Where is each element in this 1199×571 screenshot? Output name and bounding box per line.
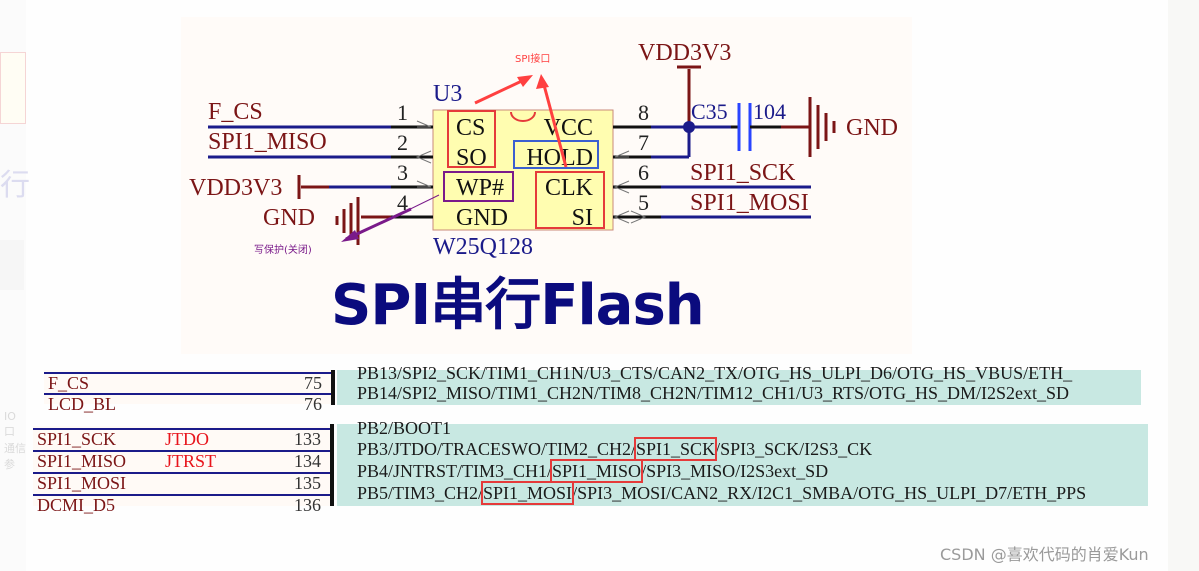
pin-label-clk: CLK <box>545 175 594 201</box>
ghost-text-comm: 通信参 <box>4 442 26 471</box>
pin-function-line: PB5/TIM3_CH2/SPI1_MOSI/SPI3_MOSI/CAN2_RX… <box>357 481 1087 505</box>
table-row: SPI1_SCK JTDO 133 <box>33 428 333 450</box>
annotation-spi-interface: SPI接口 <box>515 52 550 65</box>
part-number: W25Q128 <box>433 234 533 260</box>
table-divider <box>330 424 334 506</box>
table-row: SPI1_MISO JTRST 134 <box>33 450 333 472</box>
net-label-spi1-miso: SPI1_MISO <box>208 129 327 155</box>
pin-label-wp: WP# <box>456 175 504 201</box>
right-margin <box>1168 0 1199 571</box>
diagram-title: SPI串行Flash <box>331 273 705 338</box>
signal-name: F_CS <box>48 373 90 393</box>
net-label-spi1-sck: SPI1_SCK <box>690 160 796 186</box>
pin-function-line: PB3/JTDO/TRACESWO/TIM2_CH2/SPI1_SCK/SPI3… <box>357 437 873 461</box>
pin-function-line: PB13/SPI2_SCK/TIM1_CH1N/U3_CTS/CAN2_TX/O… <box>357 363 1073 383</box>
pin-functions-bottom: PB2/BOOT1 PB3/JTDO/TRACESWO/TIM2_CH2/SPI… <box>337 418 1148 506</box>
capacitor-value: 104 <box>753 99 786 124</box>
signal-name: LCD_BL <box>48 394 117 414</box>
signal-name: SPI1_MISO <box>37 451 127 471</box>
pin-number: 134 <box>294 451 321 471</box>
right-wires <box>613 65 811 224</box>
ghost-title-fragment: 行 <box>0 168 30 203</box>
highlight-clk-si <box>535 171 605 229</box>
pin-number: 133 <box>294 429 321 449</box>
pin-functions-top: PB13/SPI2_SCK/TIM1_CH1N/U3_CTS/CAN2_TX/O… <box>337 363 1141 405</box>
pin-label-gnd: GND <box>456 205 508 231</box>
capacitor-c35 <box>731 103 809 151</box>
table-row: SPI1_MOSI 135 <box>33 472 333 494</box>
pin-number: 136 <box>294 495 321 515</box>
signal-name: SPI1_SCK <box>37 429 117 449</box>
highlight-spi1-sck: SPI1_SCK <box>634 437 718 461</box>
signal-name: SPI1_MOSI <box>37 473 127 493</box>
left-wires <box>208 120 433 219</box>
pin-number-4: 4 <box>397 190 408 215</box>
pin-function-line: PB14/SPI2_MISO/TIM1_CH2N/TIM8_CH2N/TIM12… <box>357 383 1069 403</box>
pin-number-6: 6 <box>638 160 649 185</box>
highlight-spi1-mosi: SPI1_MOSI <box>481 481 575 505</box>
net-label-gnd-right: GND <box>846 115 898 141</box>
gnd-symbol-right <box>808 97 836 157</box>
pin-label-hold: HOLD <box>526 145 593 171</box>
chip-notch <box>510 111 536 122</box>
pin-label-cs: CS <box>456 115 485 141</box>
pin-table-top: F_CS 75 LCD_BL 76 <box>44 370 334 414</box>
table-row: F_CS 75 <box>44 372 334 394</box>
pin-label-vcc: VCC <box>544 115 593 141</box>
pin-table-bottom: SPI1_SCK JTDO 133 SPI1_MISO JTRST 134 SP… <box>33 426 333 515</box>
highlight-spi1-miso: SPI1_MISO <box>550 459 644 483</box>
schematic-diagram: U3 W25Q128 CS SO WP# GND VCC HOLD CLK SI <box>181 17 912 354</box>
arrow-spi-right <box>536 74 568 168</box>
pin-number-5: 5 <box>638 190 649 215</box>
chip-body <box>432 109 614 231</box>
net-label-vdd3v3-left: VDD3V3 <box>189 175 282 201</box>
ghost-schematic-fragment <box>0 52 26 124</box>
net-label-vdd3v3-top: VDD3V3 <box>638 40 731 66</box>
pin-number-2: 2 <box>397 130 408 155</box>
pin-function-line: PB4/JNTRST/TIM3_CH1/SPI1_MISO/SPI3_MISO/… <box>357 459 829 483</box>
table-row: LCD_BL 76 <box>44 393 334 415</box>
net-label-f-cs: F_CS <box>208 99 263 125</box>
arrow-spi-left <box>474 75 533 105</box>
ghost-left-content: 行 IO口 通信参 <box>0 0 30 571</box>
component-ref: U3 <box>433 81 462 107</box>
annotation-write-protect: 写保护(关闭) <box>254 243 312 256</box>
alt-function: JTRST <box>165 451 217 471</box>
pin-label-si: SI <box>572 205 593 231</box>
pin-number: 75 <box>304 373 322 393</box>
table-divider <box>331 370 335 405</box>
pin-function-line: PB2/BOOT1 <box>357 418 452 438</box>
pin-number-3: 3 <box>397 160 408 185</box>
schematic-svg: U3 W25Q128 CS SO WP# GND VCC HOLD CLK SI <box>189 40 898 260</box>
signal-name: DCMI_D5 <box>37 495 116 515</box>
arrow-write-protect <box>341 194 440 242</box>
capacitor-ref: C35 <box>691 99 728 124</box>
table-row: DCMI_D5 136 <box>33 494 333 516</box>
net-label-gnd-left: GND <box>263 205 315 231</box>
pin-number-7: 7 <box>638 130 649 155</box>
pin-number: 135 <box>294 473 321 493</box>
highlight-hold <box>513 140 599 169</box>
ghost-text-io: IO口 <box>4 410 16 438</box>
pin-number-8: 8 <box>638 100 649 125</box>
highlight-cs-so <box>447 110 496 168</box>
pin-number-1: 1 <box>397 100 408 125</box>
alt-function: JTDO <box>165 429 209 449</box>
ghost-table-fragment <box>0 240 24 290</box>
csdn-watermark: CSDN @喜欢代码的肖爱Kun <box>940 545 1149 564</box>
highlight-wp <box>443 171 514 202</box>
net-label-spi1-mosi: SPI1_MOSI <box>690 190 809 216</box>
pin-number: 76 <box>304 394 322 414</box>
